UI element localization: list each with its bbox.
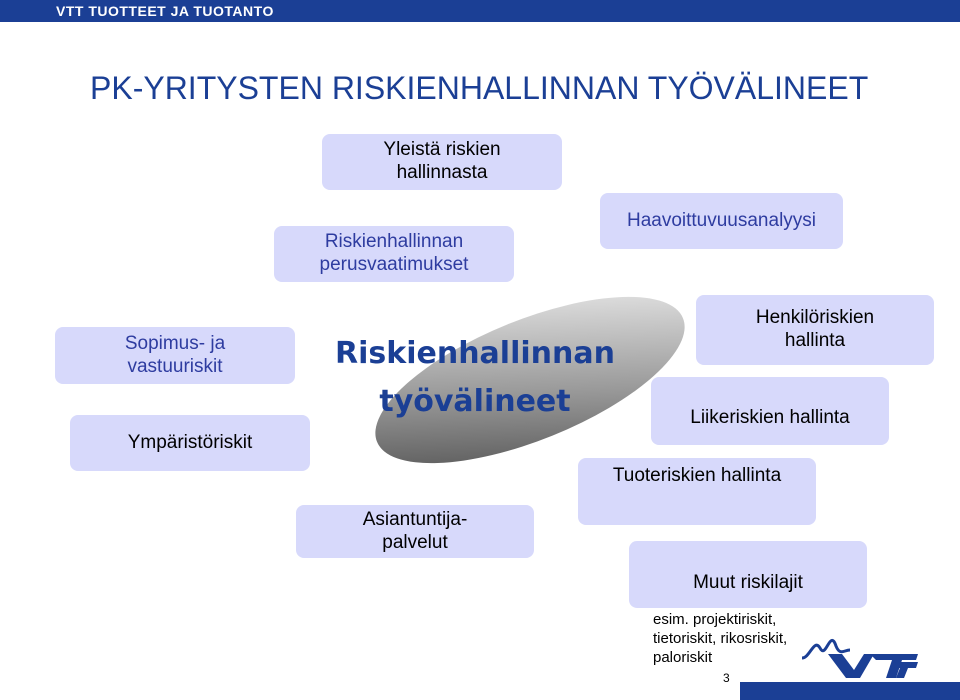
box-sopimus-line1: Sopimus- ja [124, 332, 226, 354]
header-bar: VTT TUOTTEET JA TUOTANTO [0, 0, 960, 22]
box-haavoittuvuus-label: Haavoittuvuusanalyysi [626, 209, 817, 231]
footer-bar [740, 682, 960, 700]
box-ymparisto[interactable]: Ympäristöriskit [70, 415, 310, 471]
box-perusvaatimukset-line1: Riskienhallinnan [324, 231, 464, 253]
box-perusvaatimukset-line2: perusvaatimukset [319, 254, 469, 275]
box-muut-label: Muut riskilajit [693, 572, 803, 594]
box-asiantuntija[interactable]: Asiantuntija-palvelut [296, 505, 534, 558]
box-haavoittuvuus[interactable]: Haavoittuvuusanalyysi [600, 193, 843, 249]
box-tuote[interactable]: Tuoteriskien hallinta [578, 458, 816, 525]
box-liike[interactable]: Liikeriskien hallinta [651, 377, 889, 445]
example-note: esim. projektiriskit, tietoriskit, rikos… [653, 610, 787, 667]
box-yleista-line2: hallinnasta [396, 162, 488, 183]
center-heading-line1: Riskienhallinnan [335, 336, 615, 371]
center-heading: Riskienhallinnan työvälineet [320, 330, 630, 426]
center-heading-line2: työvälineet [379, 384, 571, 419]
vtt-logo [800, 620, 920, 680]
example-note-line1: esim. projektiriskit, [653, 611, 777, 628]
box-henkilo-line1: Henkilöriskien [755, 307, 875, 329]
page-number: 3 [723, 671, 730, 685]
box-henkilo-line2: hallinta [784, 330, 846, 351]
example-note-line2: tietoriskit, rikosriskit, [653, 630, 788, 647]
example-note-line3: paloriskit [653, 649, 713, 666]
box-liike-label: Liikeriskien hallinta [690, 406, 850, 428]
header-label: VTT TUOTTEET JA TUOTANTO [56, 3, 274, 19]
box-asiantuntija-line1: Asiantuntija- [362, 508, 468, 530]
box-ymparisto-label: Ympäristöriskit [127, 431, 253, 453]
box-tuote-label: Tuoteriskien hallinta [612, 465, 782, 487]
center-ellipse [370, 295, 690, 465]
box-yleista-line1: Yleistä riskien [383, 139, 501, 161]
box-muut[interactable]: Muut riskilajit [629, 541, 867, 608]
box-sopimus-line2: vastuuriskit [127, 355, 223, 377]
slide-title: PK-YRITYSTEN RISKIENHALLINNAN TYÖVÄLINEE… [90, 70, 869, 106]
box-asiantuntija-line2: palvelut [382, 531, 448, 553]
